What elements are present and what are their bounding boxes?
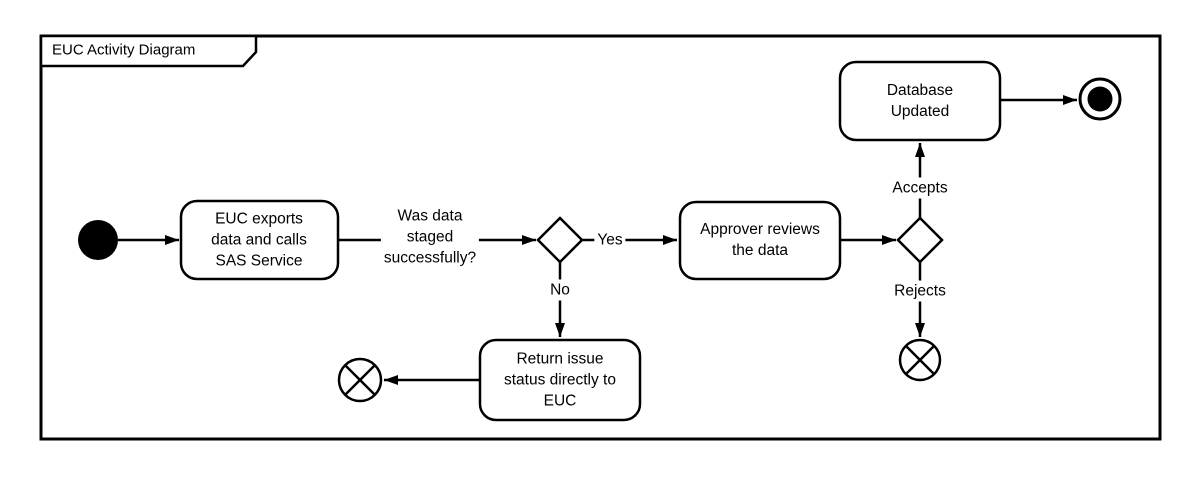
initial-node-icon	[78, 220, 118, 260]
staged-decision-diamond	[536, 216, 584, 264]
diagram-frame	[39, 34, 1162, 441]
export-activity-box	[179, 199, 340, 281]
final-node-inner-icon	[1087, 86, 1113, 112]
approval-decision-diamond	[896, 216, 944, 264]
database-activity-box	[838, 60, 1002, 142]
flow-final-left-icon	[337, 357, 383, 403]
diagram-title-tab	[39, 34, 258, 68]
diagram-title: EUC Activity Diagram	[52, 41, 196, 59]
review-activity-box	[678, 200, 842, 281]
return-activity-box	[478, 338, 642, 422]
flow-final-right-icon	[898, 338, 942, 382]
